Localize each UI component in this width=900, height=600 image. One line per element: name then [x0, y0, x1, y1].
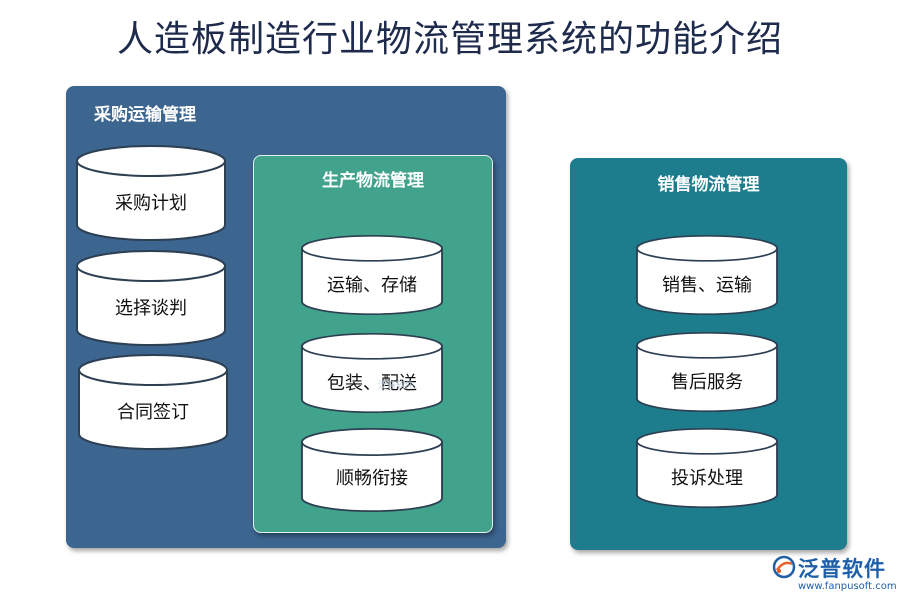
cylinder-shape — [78, 354, 228, 450]
sales-item-label: 售后服务 — [671, 372, 743, 393]
logo-icon — [772, 555, 796, 579]
sales-panel-title: 销售物流管理 — [657, 175, 760, 195]
production-panel-title: 生产物流管理 — [322, 171, 424, 191]
cylinder-shape — [636, 332, 778, 412]
cylinder-shape — [301, 428, 443, 512]
cylinder-shape — [301, 235, 443, 315]
procurement-item-label: 合同签订 — [117, 402, 189, 423]
cylinder-shape — [636, 428, 778, 508]
sales-item-complaints: 投诉处理 — [636, 428, 778, 508]
page-title: 人造板制造行业物流管理系统的功能介绍 — [116, 19, 783, 60]
production-item-label: 顺畅衔接 — [336, 468, 408, 489]
cylinder-shape — [76, 250, 226, 346]
sales-item-label: 销售、运输 — [662, 275, 752, 296]
procurement-item-label: 采购计划 — [115, 193, 187, 214]
cylinder-shape — [301, 333, 443, 413]
brand-logo: 泛普软件 www.fanpusoft.com — [772, 553, 897, 599]
logo-name: 泛普软件 — [798, 557, 886, 581]
procurement-item-negotiation: 选择谈判 — [76, 250, 226, 346]
production-item-label: 运输、存储 — [327, 275, 417, 296]
cylinder-shape — [636, 235, 778, 315]
watermark: 泛普软件 — [378, 381, 415, 391]
procurement-item-label: 选择谈判 — [115, 298, 187, 319]
cylinder-shape — [76, 145, 226, 241]
procurement-panel-title: 采购运输管理 — [94, 105, 196, 125]
sales-item-label: 投诉处理 — [671, 468, 743, 489]
production-item-packaging: 包装、配送 — [301, 333, 443, 413]
sales-item-transport: 销售、运输 — [636, 235, 778, 315]
sales-item-aftersales: 售后服务 — [636, 332, 778, 412]
procurement-item-plan: 采购计划 — [76, 145, 226, 241]
production-item-connection: 顺畅衔接 — [301, 428, 443, 512]
logo-url: www.fanpusoft.com — [798, 581, 897, 592]
production-item-storage: 运输、存储 — [301, 235, 443, 315]
production-item-label: 包装、配送 — [327, 373, 417, 394]
procurement-item-contract: 合同签订 — [78, 354, 228, 450]
